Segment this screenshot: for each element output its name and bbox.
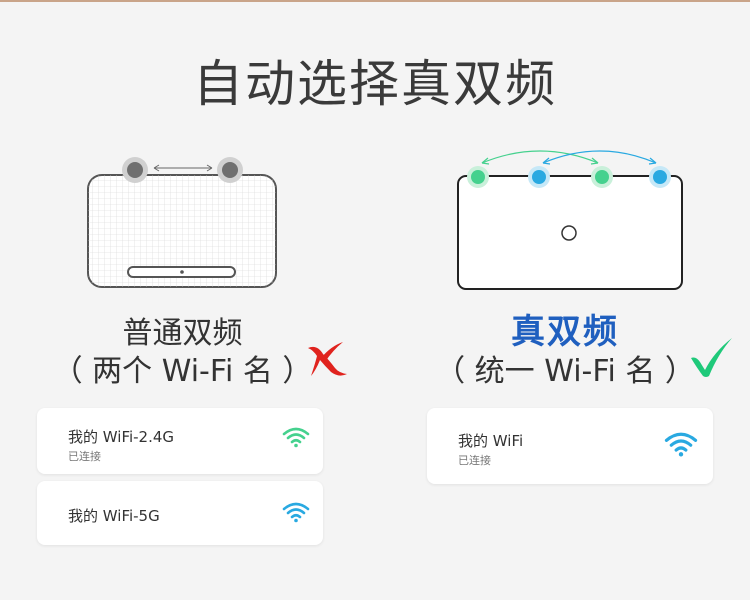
wifi-icon-blue [664,432,698,457]
normal-dual-band-subtitle: （ 两个 Wi-Fi 名 ） [52,354,313,389]
cross-icon [308,342,347,376]
antenna-blue-2 [649,166,671,188]
antenna-blue-1 [528,166,550,188]
antenna-left [122,157,148,183]
true-dual-band-router-illustration [457,150,683,290]
true-dual-band-label: 真双频 [511,312,619,352]
normal-dual-band-label: 普通双频 [122,316,243,351]
antenna-green-2 [591,166,613,188]
check-icon [691,338,732,377]
network-name: 我的 WiFi-2.4G [68,428,175,446]
network-status: 已连接 [458,454,491,467]
network-name: 我的 WiFi-5G [68,507,160,525]
normal-router-illustration [87,157,277,288]
network-card-unified[interactable]: 我的 WiFi 已连接 [427,408,713,484]
page-title: 自动选择真双频 [193,55,557,113]
network-status: 已连接 [68,450,101,463]
network-card-2.4g[interactable]: 我的 WiFi-2.4G 已连接 [37,408,323,474]
network-card-5g[interactable]: 我的 WiFi-5G [37,481,323,545]
true-dual-band-subtitle: （ 统一 Wi-Fi 名 ） [435,354,695,389]
top-divider [0,0,750,2]
network-name: 我的 WiFi [458,432,524,450]
antenna-right [217,157,243,183]
antenna-green-1 [467,166,489,188]
wifi-icon-green [282,427,310,448]
wifi-icon-blue [282,502,310,523]
